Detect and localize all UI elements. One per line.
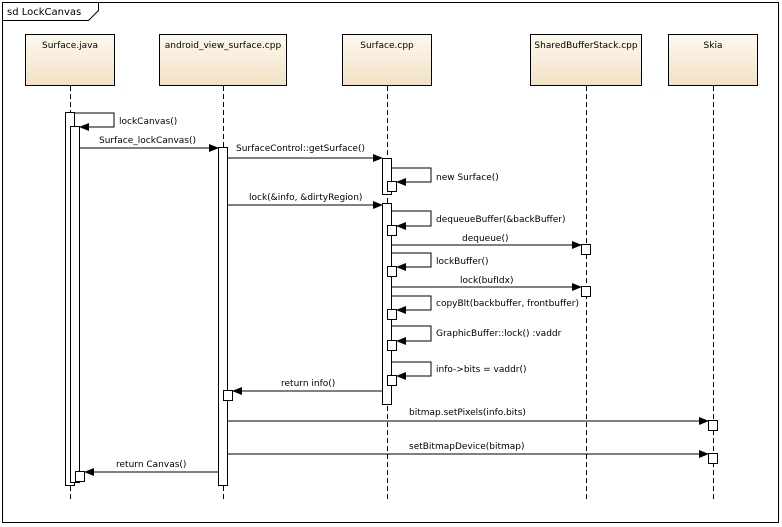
lifeline-label: Surface.cpp — [360, 41, 414, 51]
message-arrow — [392, 295, 432, 314]
lifeline-shared-buffer-stack: SharedBufferStack.cpp — [530, 34, 642, 86]
lifeline-label: Skia — [704, 41, 723, 51]
message-arrow — [392, 252, 432, 271]
message-label: copyBlt(backbuffer, frontbuffer) — [436, 299, 579, 309]
message-label: return Canvas() — [116, 460, 186, 470]
message-label: setBitmapDevice(bitmap) — [409, 442, 525, 452]
lifeline-head — [159, 34, 287, 86]
lifeline-android-view-surface: android_view_surface.cpp — [159, 34, 287, 86]
message-arrow — [392, 167, 432, 186]
activation-bar — [387, 181, 397, 192]
lifeline-head — [342, 34, 432, 86]
activation-bar — [387, 375, 397, 386]
messages — [74, 112, 709, 476]
lifeline-label: SharedBufferStack.cpp — [534, 41, 637, 51]
message-label: return info() — [281, 379, 335, 389]
frame-title-tab — [2, 2, 99, 21]
message-label: lock(bufIdx) — [460, 276, 513, 286]
message-arrow — [392, 210, 432, 230]
lifeline-head — [25, 34, 115, 86]
lifeline-head — [668, 34, 758, 86]
activation-bar — [581, 286, 591, 297]
diagram-title: sd LockCanvas — [7, 7, 81, 18]
activation-bar — [708, 453, 718, 464]
lifeline-label: android_view_surface.cpp — [165, 41, 282, 51]
activation-bar — [382, 158, 392, 195]
activation-bars — [65, 112, 718, 486]
message-label: lockCanvas() — [119, 117, 177, 127]
message-label: GraphicBuffer::lock() :vaddr — [436, 329, 562, 339]
lifeline-head — [530, 34, 642, 86]
message-arrow — [74, 112, 115, 131]
activation-bar — [387, 266, 397, 277]
message-label: bitmap.setPixels(info.bits) — [409, 408, 526, 418]
activation-bar — [387, 340, 397, 351]
activation-bar — [708, 420, 718, 431]
message-label: new Surface() — [436, 173, 499, 183]
activation-bar — [75, 471, 85, 482]
lifeline-skia: Skia — [668, 34, 758, 86]
activation-bar — [70, 126, 80, 483]
message-labels: lockCanvas() Surface_lockCanvas() Surfac… — [99, 117, 579, 470]
lifeline-surface-cpp: Surface.cpp — [342, 34, 432, 86]
message-label: lock(&info, &dirtyRegion) — [249, 193, 362, 203]
activation-bar — [581, 244, 591, 255]
message-arrow — [392, 361, 432, 380]
lifeline-label: Surface.java — [42, 41, 98, 51]
activation-bar — [382, 203, 392, 405]
activation-bar — [218, 147, 228, 486]
message-arrow — [392, 325, 432, 345]
activation-bar — [387, 225, 397, 236]
message-label: info->bits = vaddr() — [436, 365, 527, 375]
message-label: Surface_lockCanvas() — [99, 136, 196, 146]
activation-bar — [223, 390, 233, 401]
message-label: SurfaceControl::getSurface() — [236, 144, 365, 154]
lifeline-surface-java: Surface.java — [25, 34, 115, 86]
message-label: dequeue() — [462, 234, 508, 244]
activation-bar — [387, 309, 397, 320]
message-label: lockBuffer() — [436, 257, 489, 267]
message-label: dequeueBuffer(&backBuffer) — [436, 215, 566, 225]
